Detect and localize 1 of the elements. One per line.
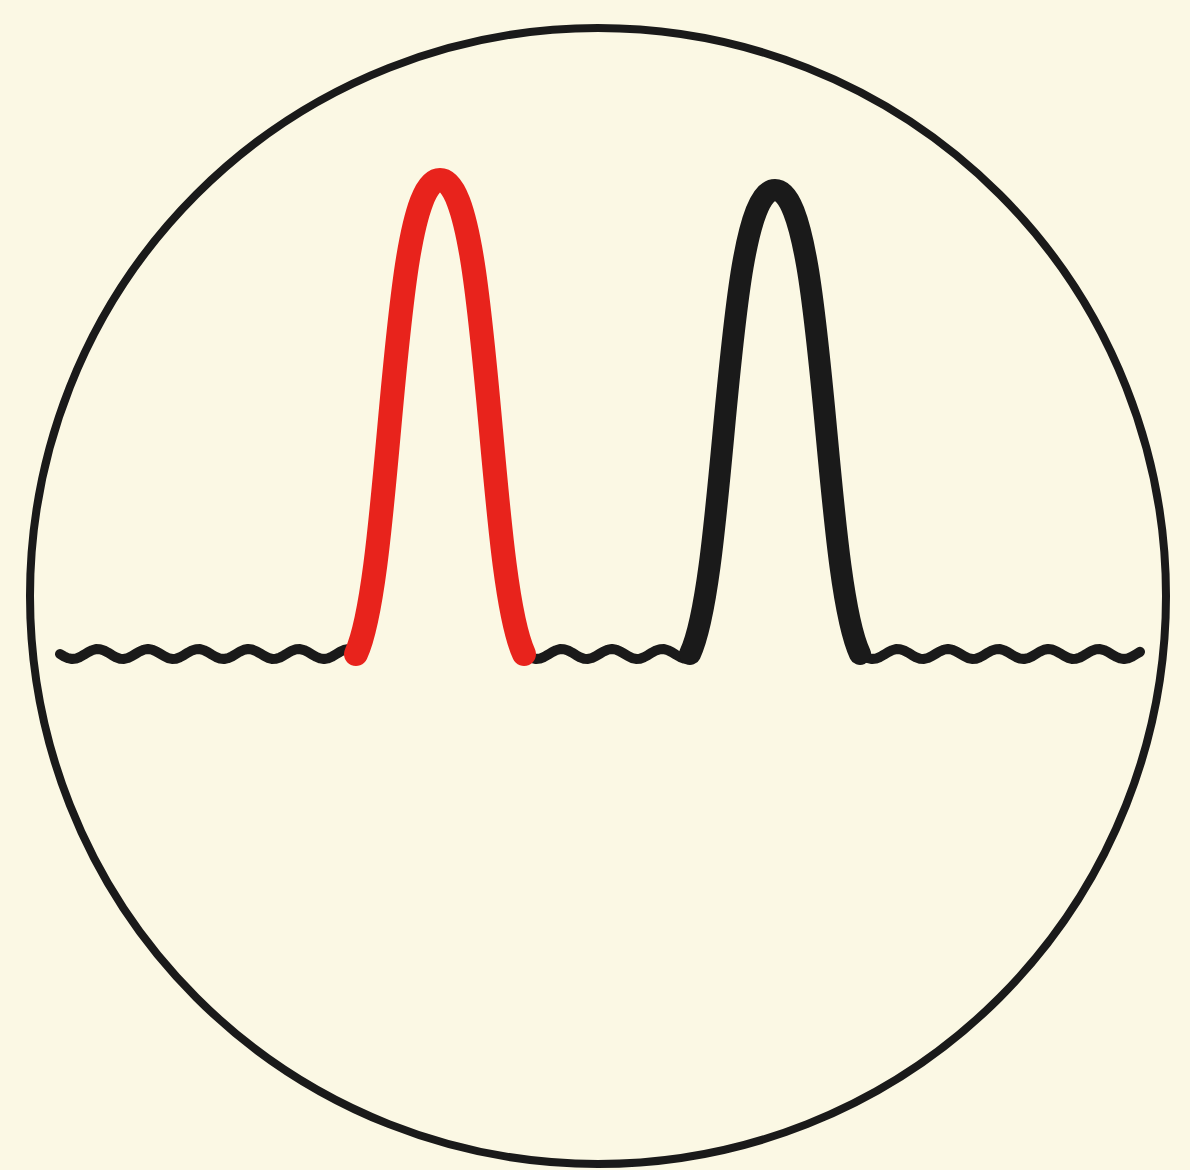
round-screen — [26, 24, 1170, 1168]
